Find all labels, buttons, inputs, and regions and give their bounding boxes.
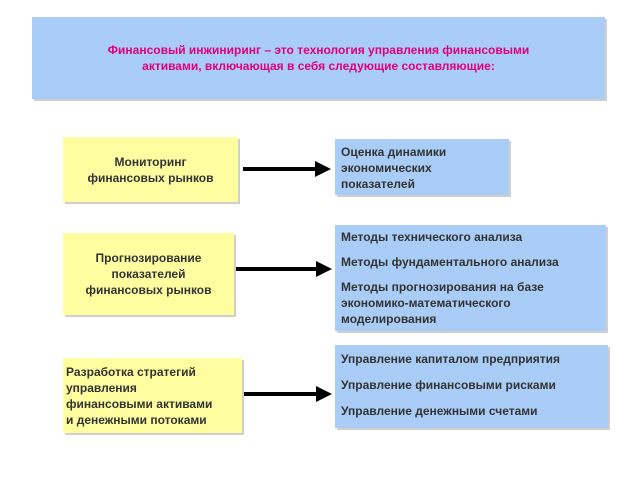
right-item-dynamics-line-3: показателей [341,177,415,191]
left-box-strategy: Разработка стратегий управления финансов… [63,358,242,433]
left-box-monitoring: Мониторинг финансовых рынков [63,137,238,202]
right-item-dynamics-line-1: Оценка динамики [341,145,447,159]
right-item-account-management: Управление денежными счетами [341,403,608,419]
left-box-strategy-line-3: финансовыми активами [66,396,213,411]
left-box-strategy-line-2: управления [66,380,137,395]
arrow-row-1 [243,161,331,177]
arrow-row-2 [236,261,332,277]
left-box-monitoring-line-2: финансовых рынков [87,170,214,185]
header-line-1: Финансовый инжиниринг – это технология у… [107,43,530,57]
right-item-dynamics: Оценка динамики экономических показателе… [341,144,509,192]
left-box-forecasting: Прогнозирование показателей финансовых р… [63,233,234,315]
left-box-forecasting-line-2: показателей [111,267,186,281]
right-item-risk-management-line-1: Управление финансовыми рисками [341,378,556,392]
right-item-dynamics-line-2: экономических [341,161,432,175]
right-box-row-3: Управление капиталом предприятия Управле… [335,345,608,428]
left-box-monitoring-line-1: Мониторинг [114,154,187,169]
right-item-capital-management-line-1: Управление капиталом предприятия [341,352,561,366]
right-item-account-management-line-1: Управление денежными счетами [341,404,538,418]
right-item-forecasting-methods-line-1: Методы прогнозирования на базе [341,280,544,294]
right-box-row-2: Методы технического анализа Методы фунда… [335,225,606,331]
arrow-row-3 [244,386,332,402]
left-box-forecasting-line-3: финансовых рынков [85,283,212,297]
right-item-risk-management: Управление финансовыми рисками [341,377,608,403]
left-box-strategy-line-4: и денежными потоками [66,412,207,427]
header-line-2: активами, включающая в себя следующие со… [142,59,495,73]
right-item-fundamental-analysis-line-1: Методы фундаментального анализа [341,255,559,269]
right-item-fundamental-analysis: Методы фундаментального анализа [341,254,606,279]
right-item-capital-management: Управление капиталом предприятия [341,351,608,377]
right-item-forecasting-methods: Методы прогнозирования на базе экономико… [341,279,606,327]
header-box: Финансовый инжиниринг – это технология у… [32,17,605,99]
left-box-forecasting-line-1: Прогнозирование [95,251,202,265]
right-item-technical-analysis: Методы технического анализа [341,229,606,254]
right-box-row-1: Оценка динамики экономических показателе… [335,139,509,195]
right-item-forecasting-methods-line-2: экономико-математического [341,296,511,310]
right-item-forecasting-methods-line-3: моделирования [341,312,437,326]
left-box-strategy-line-1: Разработка стратегий [66,364,196,379]
right-item-technical-analysis-line-1: Методы технического анализа [341,230,523,244]
